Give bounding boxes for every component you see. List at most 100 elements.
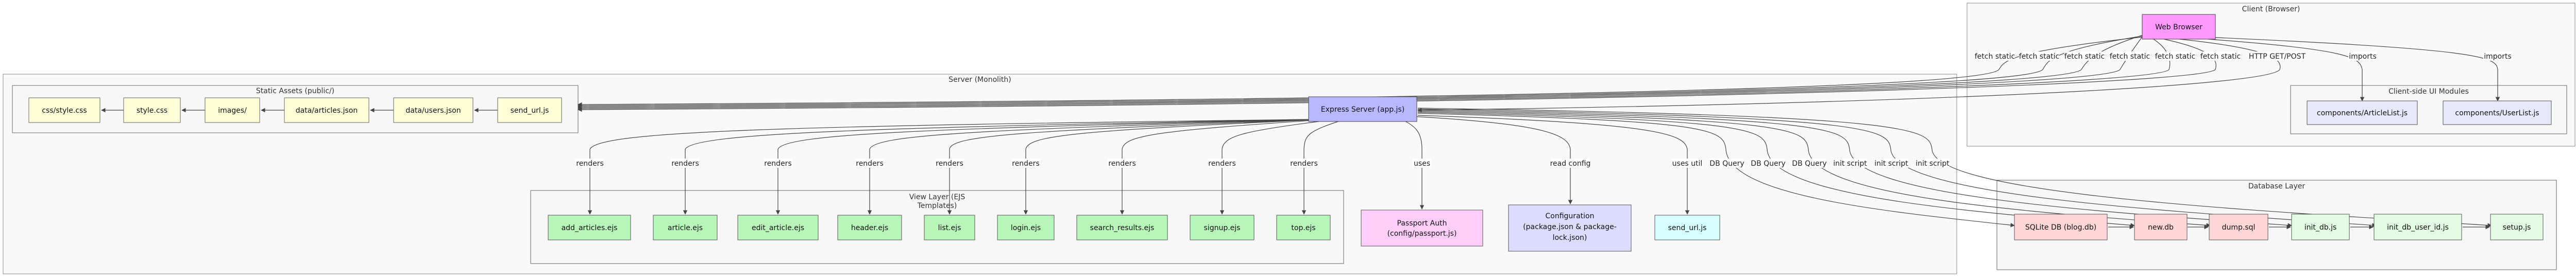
node-style-css[interactable]: style.css — [123, 97, 181, 123]
edge-label-db-query-2: DB Query — [1751, 159, 1786, 168]
edge-label-db-query-1: DB Query — [1709, 159, 1744, 168]
edge-label-init-script-1: init script — [1833, 159, 1867, 168]
edge-renders-2 — [683, 119, 1312, 215]
svg-text:DB Query: DB Query — [1709, 160, 1744, 168]
node-express-server[interactable]: Express Server (app.js) — [1308, 96, 1417, 122]
node-setup-js[interactable]: setup.js — [2490, 214, 2544, 240]
node-css-style[interactable]: css/style.css — [28, 97, 100, 123]
node-header-ejs[interactable]: header.ejs — [837, 215, 902, 240]
svg-text:signup.ejs: signup.ejs — [1204, 224, 1241, 232]
node-edit-article[interactable]: edit_article.ejs — [737, 215, 819, 240]
edge-label-renders-5: renders — [935, 159, 964, 168]
svg-text:search_results.ejs: search_results.ejs — [1090, 224, 1155, 232]
node-signup-ejs[interactable]: signup.ejs — [1190, 215, 1255, 240]
group-client: Client (Browser) — [1967, 3, 2575, 147]
svg-text:renders: renders — [671, 160, 699, 168]
svg-text:Web Browser: Web Browser — [2155, 23, 2202, 31]
node-article-list[interactable]: components/ArticleList.js — [2307, 100, 2418, 125]
node-search-results[interactable]: search_results.ejs — [1076, 215, 1168, 240]
svg-text:top.ejs: top.ejs — [1291, 224, 1315, 232]
svg-text:dump.sql: dump.sql — [2222, 223, 2256, 232]
node-new-db[interactable]: new.db — [2134, 214, 2188, 240]
edge-fetch-static-5 — [578, 39, 2171, 111]
svg-text:(config/passport.js): (config/passport.js) — [1387, 230, 1457, 238]
edge-db-query-3 — [1417, 111, 2211, 228]
edge-label-fetch-static-6: fetch static — [2200, 51, 2241, 61]
node-list-ejs[interactable]: list.ejs — [924, 215, 975, 240]
svg-text:Passport Auth: Passport Auth — [1397, 219, 1447, 228]
node-user-list[interactable]: components/UserList.js — [2443, 100, 2552, 125]
svg-text:send_url.js: send_url.js — [511, 107, 549, 115]
edge-label-http: HTTP GET/POST — [2249, 51, 2306, 61]
svg-text:fetch static: fetch static — [2064, 53, 2105, 61]
node-send-url-server[interactable]: send_url.js — [1654, 215, 1720, 240]
edge-renders-6 — [1023, 119, 1322, 215]
group-view-layer-title-1: View Layer (EJS — [909, 193, 965, 201]
node-users-json[interactable]: data/users.json — [393, 97, 473, 123]
edge-db-query-2 — [1417, 112, 2135, 228]
edge-init-script-1 — [1417, 110, 2292, 228]
edge-label-renders-2: renders — [671, 159, 700, 168]
edge-label-renders-6: renders — [1011, 159, 1040, 168]
edge-renders-7 — [1120, 119, 1327, 215]
svg-text:setup.js: setup.js — [2503, 223, 2531, 232]
edge-init-script-2 — [1417, 109, 2377, 228]
svg-text:SQLite DB (blog.db): SQLite DB (blog.db) — [2025, 223, 2096, 232]
node-dump-sql[interactable]: dump.sql — [2209, 214, 2268, 240]
svg-text:data/articles.json: data/articles.json — [296, 107, 358, 115]
svg-text:list.ejs: list.ejs — [938, 224, 961, 232]
node-add-articles[interactable]: add_articles.ejs — [548, 215, 631, 240]
svg-text:css/style.css: css/style.css — [42, 107, 87, 115]
edge-label-init-script-2: init script — [1874, 159, 1908, 168]
svg-text:renders: renders — [764, 160, 791, 168]
svg-text:uses util: uses util — [1672, 160, 1703, 168]
edge-label-fetch-static-3: fetch static — [2064, 51, 2105, 61]
svg-text:images/: images/ — [218, 107, 247, 115]
svg-text:login.ejs: login.ejs — [1011, 224, 1041, 232]
edge-labels: fetch static fetch static fetch static f… — [575, 51, 2512, 168]
node-init-db-user-id[interactable]: init_db_user_id.js — [2374, 214, 2462, 240]
svg-text:components/UserList.js: components/UserList.js — [2455, 109, 2539, 117]
edge-label-fetch-static-2: fetch static — [2019, 51, 2059, 61]
edge-renders-3 — [775, 119, 1314, 215]
svg-text:new.db: new.db — [2148, 223, 2174, 232]
svg-text:(package.json & package-: (package.json & package- — [1523, 223, 1617, 231]
edge-label-fetch-static-1: fetch static — [1975, 51, 2015, 61]
node-articles-json[interactable]: data/articles.json — [284, 97, 369, 123]
edge-renders-4 — [867, 119, 1317, 215]
edge-label-renders-1: renders — [575, 159, 604, 168]
svg-text:edit_article.ejs: edit_article.ejs — [752, 224, 804, 232]
svg-text:fetch static: fetch static — [2110, 53, 2150, 61]
edge-label-uses: uses — [1413, 159, 1431, 168]
edge-fetch-static-4 — [578, 33, 2145, 110]
svg-text:fetch static: fetch static — [2200, 53, 2241, 61]
node-init-db[interactable]: init_db.js — [2291, 214, 2350, 240]
edge-init-script-3 — [1417, 108, 2492, 228]
svg-text:fetch static: fetch static — [2155, 53, 2196, 61]
node-configuration[interactable]: Configuration (package.json & package- l… — [1508, 204, 1632, 252]
group-static-assets-title: Static Assets (public/) — [256, 87, 334, 95]
node-login-ejs[interactable]: login.ejs — [997, 215, 1055, 240]
svg-text:article.ejs: article.ejs — [668, 224, 703, 232]
edge-label-fetch-static-5: fetch static — [2155, 51, 2196, 61]
node-article-ejs[interactable]: article.ejs — [653, 215, 718, 240]
svg-text:Express Server (app.js): Express Server (app.js) — [1321, 106, 1404, 114]
node-send-url-static[interactable]: send_url.js — [497, 97, 562, 123]
edge-fetch-static-6 — [578, 39, 2216, 112]
node-sqlite-db[interactable]: SQLite DB (blog.db) — [2014, 214, 2108, 240]
svg-text:renders: renders — [936, 160, 963, 168]
svg-text:send_url.js: send_url.js — [1668, 224, 1707, 232]
svg-text:header.ejs: header.ejs — [851, 224, 888, 232]
node-images[interactable]: images/ — [205, 97, 260, 123]
edge-label-imports-1: imports — [2348, 51, 2377, 61]
node-passport-auth[interactable]: Passport Auth (config/passport.js) — [1361, 210, 1483, 247]
edge-label-uses-util: uses util — [1672, 159, 1703, 168]
node-top-ejs[interactable]: top.ejs — [1276, 215, 1331, 240]
edge-read-config — [1411, 116, 1573, 204]
svg-text:HTTP GET/POST: HTTP GET/POST — [2249, 53, 2306, 61]
svg-text:Configuration: Configuration — [1546, 212, 1595, 220]
edge-label-renders-4: renders — [855, 159, 884, 168]
svg-text:fetch static: fetch static — [1975, 53, 2015, 61]
node-web-browser[interactable]: Web Browser — [2142, 14, 2216, 40]
